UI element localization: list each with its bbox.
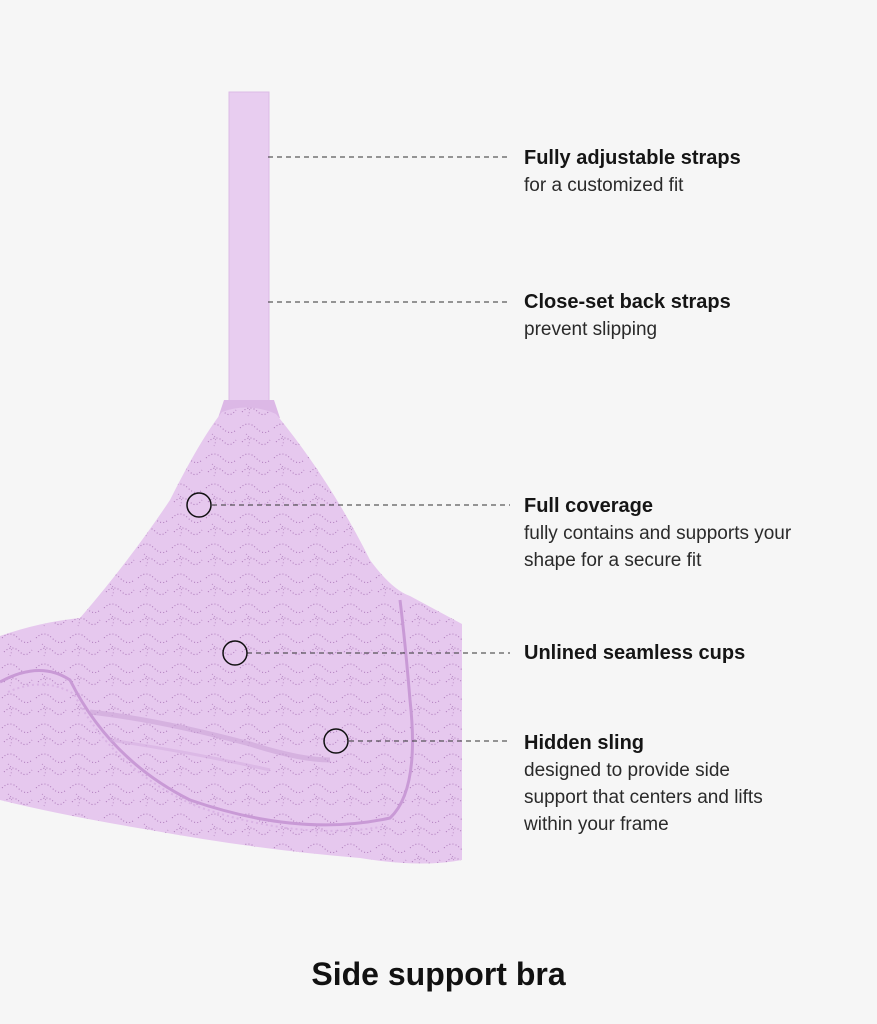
feature-desc: prevent slipping [524,319,658,340]
shoulder-strap [229,92,269,410]
cup-fold-2 [109,738,271,772]
feature-title: Fully adjustable straps [524,147,741,169]
feature-seamless-cups: Unlined seamless cups [524,639,864,667]
cup-fold [89,709,331,763]
feature-title: Full coverage [524,495,653,517]
feature-desc: designed to provide side support that ce… [524,760,763,835]
feature-back-straps: Close-set back straps prevent slipping [524,288,864,343]
feature-desc: for a customized fit [524,175,684,196]
underwire-seam-inner [7,683,387,832]
feature-full-coverage: Full coverage fully contains and support… [524,492,864,574]
hotspot-sling [323,728,349,754]
feature-desc: fully contains and supports your shape f… [524,523,792,571]
feature-title: Hidden sling [524,732,644,754]
bra-cup-lace [0,407,462,864]
feature-title: Close-set back straps [524,291,731,313]
feature-title: Unlined seamless cups [524,642,746,664]
hotspot-cups [222,640,248,666]
underwire-seam [0,599,414,827]
product-caption: Side support bra [311,956,566,992]
feature-adjustable-straps: Fully adjustable straps for a customized… [524,144,864,199]
hotspot-coverage [186,492,212,518]
feature-hidden-sling: Hidden sling designed to provide side su… [524,729,864,838]
